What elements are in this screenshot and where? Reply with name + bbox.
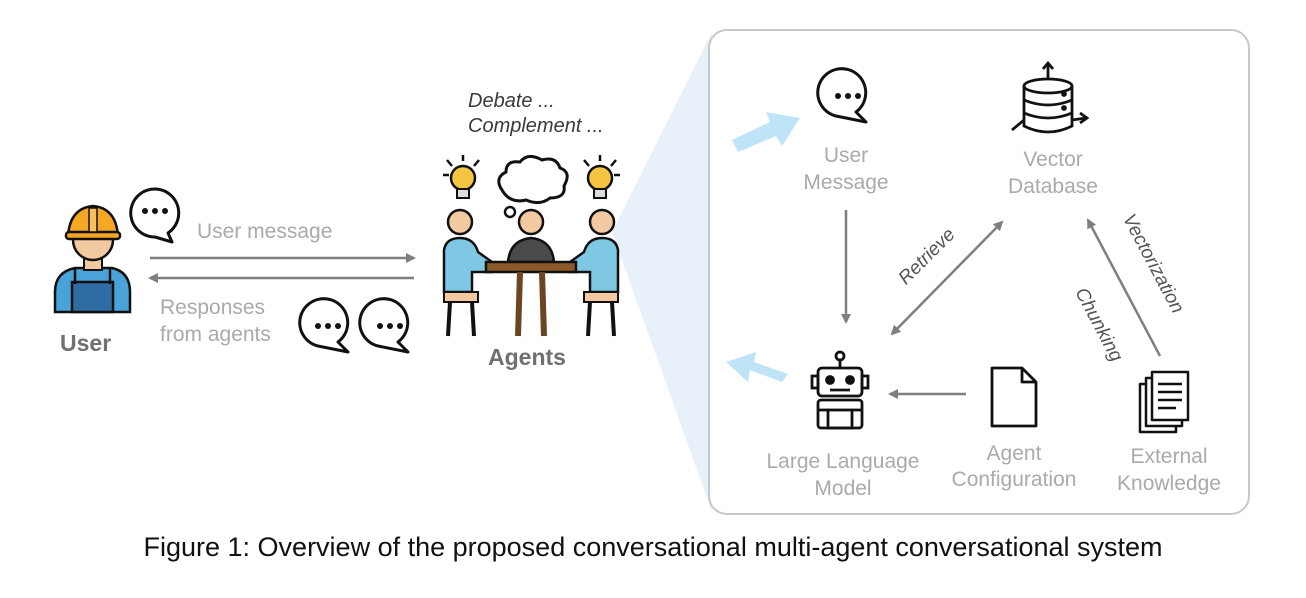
- retrieve-arrow: [890, 220, 1004, 336]
- thought-line1: Debate ...: [468, 90, 555, 112]
- agents-label: Agents: [488, 344, 566, 370]
- documents-stack-icon: [1138, 370, 1190, 434]
- flow-in-arrow: [732, 112, 800, 152]
- agents-meeting-icon: [442, 155, 620, 337]
- agent-config-line2: Configuration: [951, 468, 1077, 491]
- responses-label-line2: from agents: [160, 323, 271, 346]
- user-label: User: [60, 330, 112, 356]
- speech-bubble-icon: [358, 297, 410, 354]
- figure-caption: Figure 1: Overview of the proposed conve…: [143, 532, 1163, 562]
- user-message-node-line1: User: [823, 144, 869, 167]
- speech-bubble-icon: [129, 187, 181, 244]
- thought-line2: Complement ...: [468, 115, 604, 137]
- user-worker-icon: [53, 204, 132, 314]
- responses-label-line1: Responses: [160, 296, 266, 319]
- document-icon: [990, 366, 1038, 428]
- lightbulb-icon: [443, 155, 480, 199]
- robot-icon: [810, 350, 870, 430]
- flow-out-arrow: [726, 352, 788, 382]
- llm-line2: Model: [814, 477, 872, 500]
- lightbulb-icon: [583, 155, 620, 199]
- external-line1: External: [1130, 445, 1208, 468]
- speech-bubble-icon: [298, 297, 350, 354]
- agent-config-line1: Agent: [986, 442, 1042, 465]
- zoom-projection: [612, 32, 712, 512]
- llm-line1: Large Language: [766, 450, 920, 473]
- user-message-node-line2: Message: [803, 171, 889, 194]
- user-message-icon: [816, 67, 868, 124]
- vector-db-line2: Database: [1008, 175, 1098, 198]
- database-icon: [1011, 60, 1090, 134]
- external-line2: Knowledge: [1117, 472, 1221, 495]
- user-message-label: User message: [197, 220, 333, 243]
- vector-db-line1: Vector: [1023, 148, 1083, 171]
- vectorization-arrow: [1086, 218, 1162, 357]
